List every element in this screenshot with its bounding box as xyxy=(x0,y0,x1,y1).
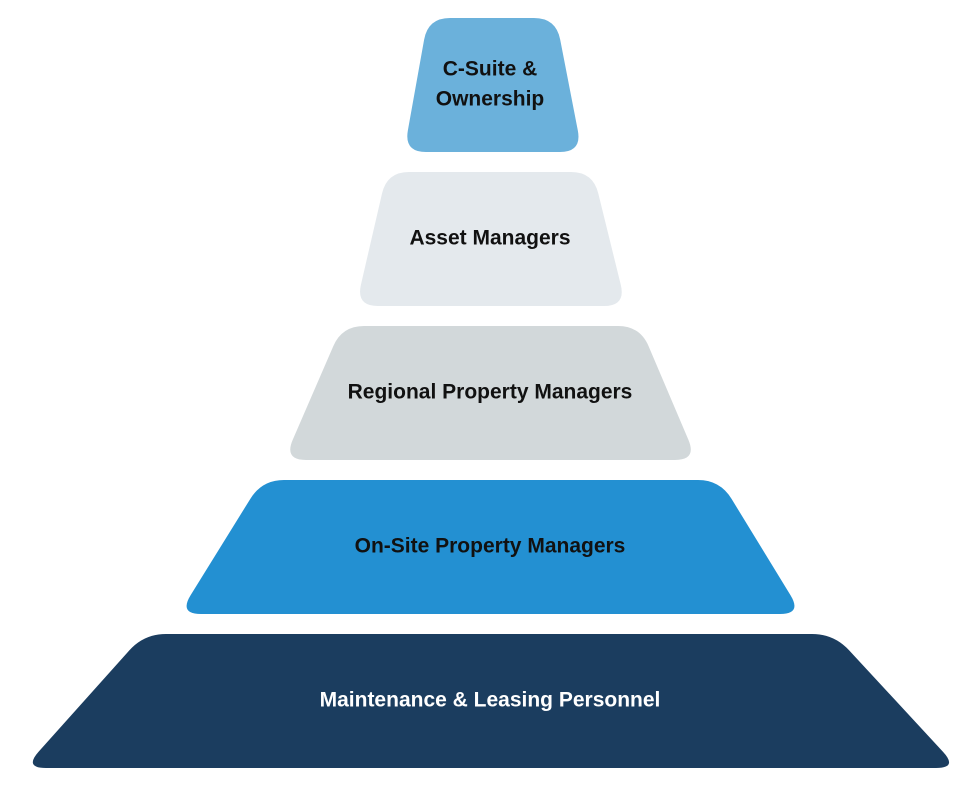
tier-2-shape xyxy=(360,172,622,306)
tier-2-label: Asset Managers xyxy=(409,227,570,250)
tier-3-shape xyxy=(290,326,691,460)
tier-3-label: Regional Property Managers xyxy=(348,381,633,404)
tier-5: Maintenance & Leasing Personnel xyxy=(32,634,950,768)
tier-1: C-Suite & Ownership xyxy=(407,18,579,152)
tier-4: On-Site Property Managers xyxy=(186,480,795,614)
tier-3: Regional Property Managers xyxy=(290,326,691,460)
tier-1-shape xyxy=(407,18,579,152)
tier-4-label: On-Site Property Managers xyxy=(355,535,626,558)
tier-5-shape xyxy=(32,634,950,768)
tier-1-label-line-1: C-Suite & xyxy=(443,58,538,81)
tier-4-shape xyxy=(186,480,795,614)
tier-1-label-line-2: Ownership xyxy=(436,88,545,111)
tier-5-label: Maintenance & Leasing Personnel xyxy=(320,689,661,712)
tier-2: Asset Managers xyxy=(360,172,622,306)
